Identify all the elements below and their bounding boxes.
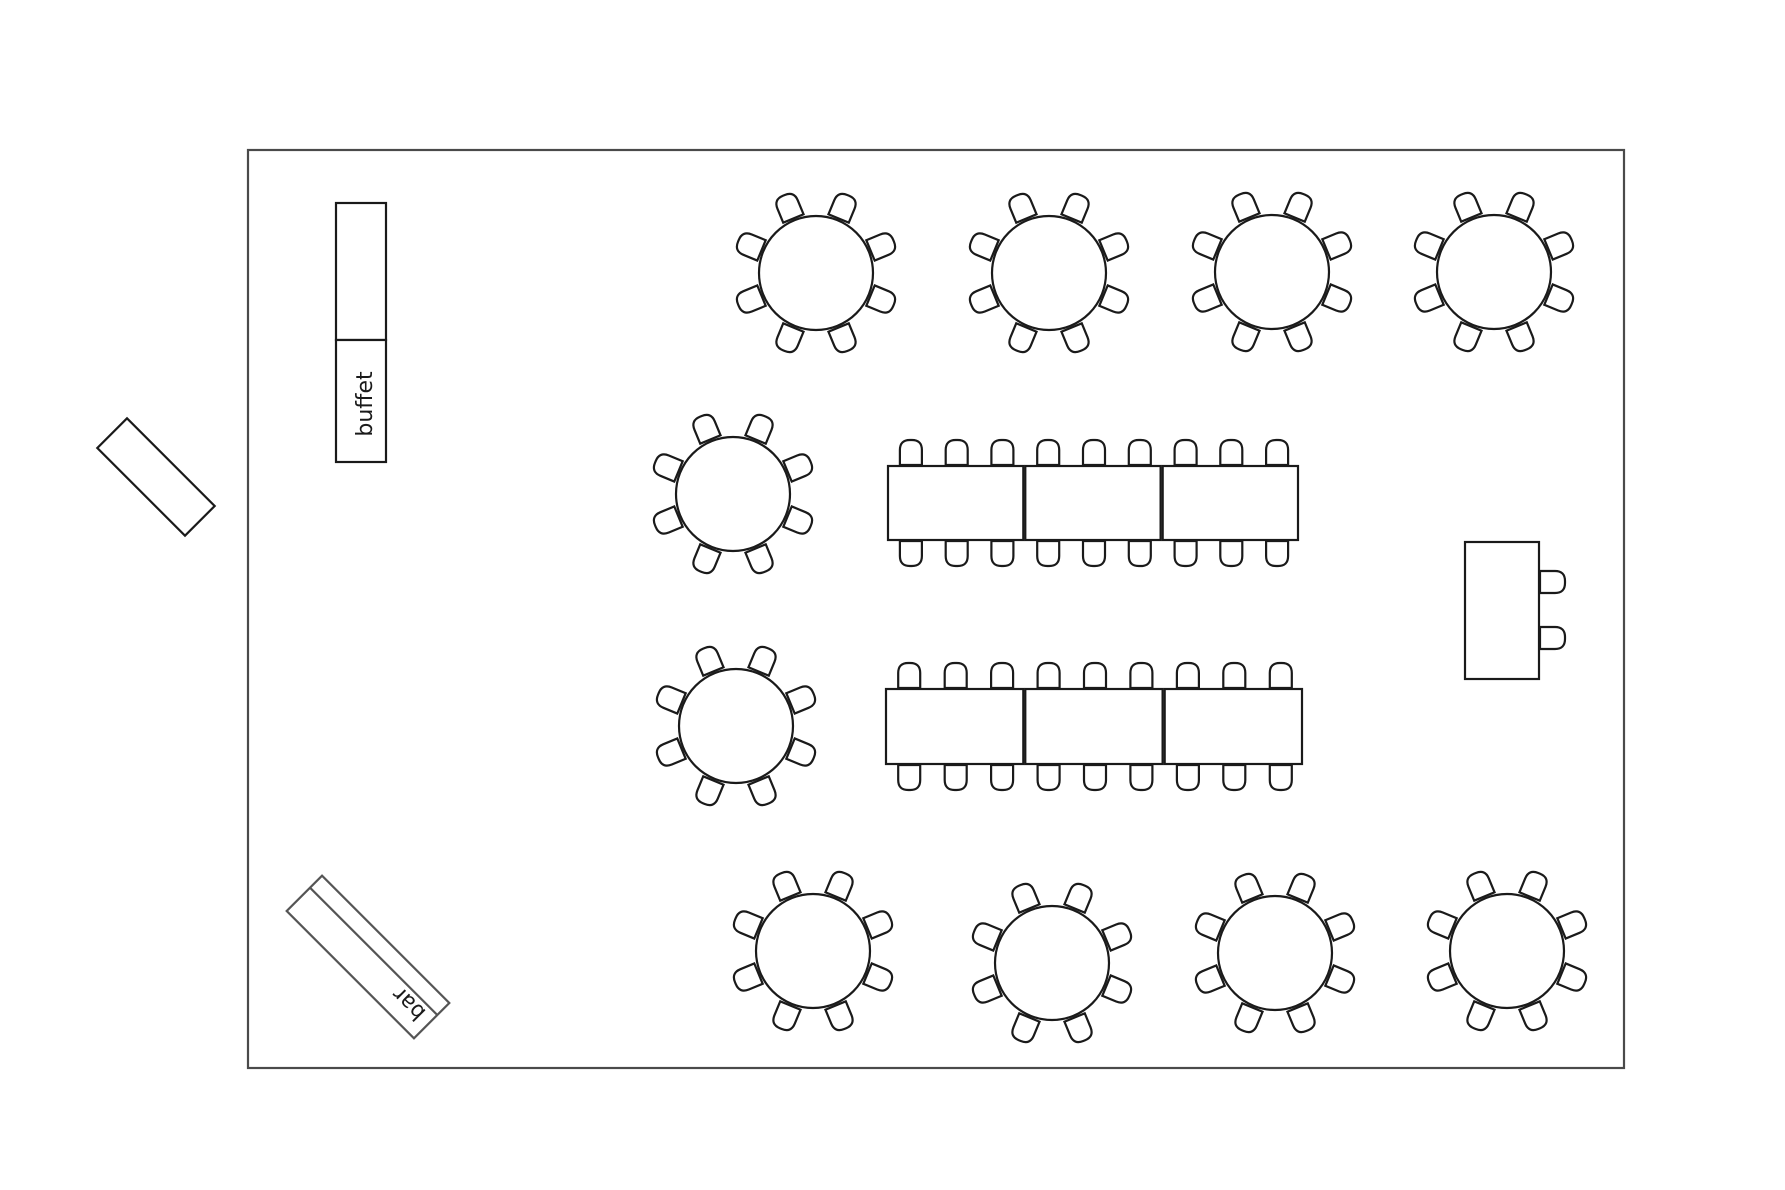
banquet-chair-bottom [1264,539,1290,568]
banquet-rows [884,438,1304,792]
banquet-chair-bottom [943,763,968,792]
head-table-chair [1538,569,1567,595]
banquet-row [884,661,1304,792]
banquet-chair-top [989,661,1015,690]
banquet-chair-top [898,438,924,467]
banquet-chair-top [1127,438,1152,467]
bar-counter: bar [285,874,451,1040]
banquet-table [1024,464,1162,542]
banquet-chair-top [1036,661,1061,690]
banquet-chair-top [897,661,922,690]
round-table-top [1448,892,1566,1010]
banquet-chair-bottom [1173,539,1198,568]
banquet-chair-bottom [944,539,969,568]
banquet-chair-bottom [1222,763,1247,792]
round-table-top [1213,213,1331,331]
banquet-chair-top [1222,661,1247,690]
banquet-table [1024,687,1164,766]
banquet-chair-bottom [1129,763,1154,792]
round-table [966,190,1132,356]
banquet-table [886,464,1025,542]
round-tables [650,189,1590,1046]
banquet-chair-top [990,438,1015,467]
entry-table [95,416,217,538]
buffet-table-right [334,338,388,464]
banquet-chair-top [1036,438,1061,467]
round-table [650,411,816,577]
banquet-chair-bottom [1082,763,1108,792]
banquet-chair-bottom [898,539,924,568]
banquet-chair-bottom [1219,539,1244,568]
banquet-chair-top [1219,438,1244,467]
banquet-chair-top [1082,661,1108,690]
banquet-chair-top [1081,438,1107,467]
banquet-chair-bottom [1175,763,1201,792]
round-table [653,643,819,809]
round-table-top [757,214,875,332]
banquet-chair-bottom [1036,763,1061,792]
banquet-table [1163,687,1304,766]
round-table-top [1216,894,1334,1012]
head-table-chair [1538,625,1567,651]
bar-counter-divider [309,886,439,1016]
round-table-top [674,435,792,553]
round-table [969,880,1135,1046]
banquet-chair-bottom [990,539,1015,568]
round-table [730,868,896,1034]
buffet-label: buffet [353,371,378,437]
round-table-top [990,214,1108,332]
banquet-chair-top [1173,438,1198,467]
buffet-table: buffet [334,201,388,464]
bar-counter-outer [285,874,451,1040]
round-table-top [1435,213,1553,331]
banquet-chair-bottom [1268,763,1293,792]
banquet-chair-bottom [1081,539,1107,568]
round-table [1411,189,1577,355]
banquet-chair-top [1268,661,1293,690]
banquet-chair-top [943,661,968,690]
round-table-top [677,667,795,785]
banquet-table [884,687,1025,766]
round-table-top [754,892,872,1010]
banquet-row [886,438,1300,568]
buffet-table-left [334,201,388,342]
round-table [733,190,899,356]
round-table [1424,868,1590,1034]
round-table [1192,870,1358,1036]
banquet-table [1161,464,1300,542]
banquet-chair-top [944,438,969,467]
banquet-chair-top [1175,661,1201,690]
head-table [1463,540,1567,681]
banquet-chair-bottom [1036,539,1061,568]
banquet-chair-bottom [897,763,922,792]
venue-outline [246,148,1626,1070]
banquet-chair-bottom [1127,539,1152,568]
banquet-chair-top [1129,661,1154,690]
round-table-top [993,904,1111,1022]
head-table-top [1463,540,1541,681]
banquet-chair-top [1264,438,1290,467]
round-table [1189,189,1355,355]
banquet-chair-bottom [989,763,1015,792]
